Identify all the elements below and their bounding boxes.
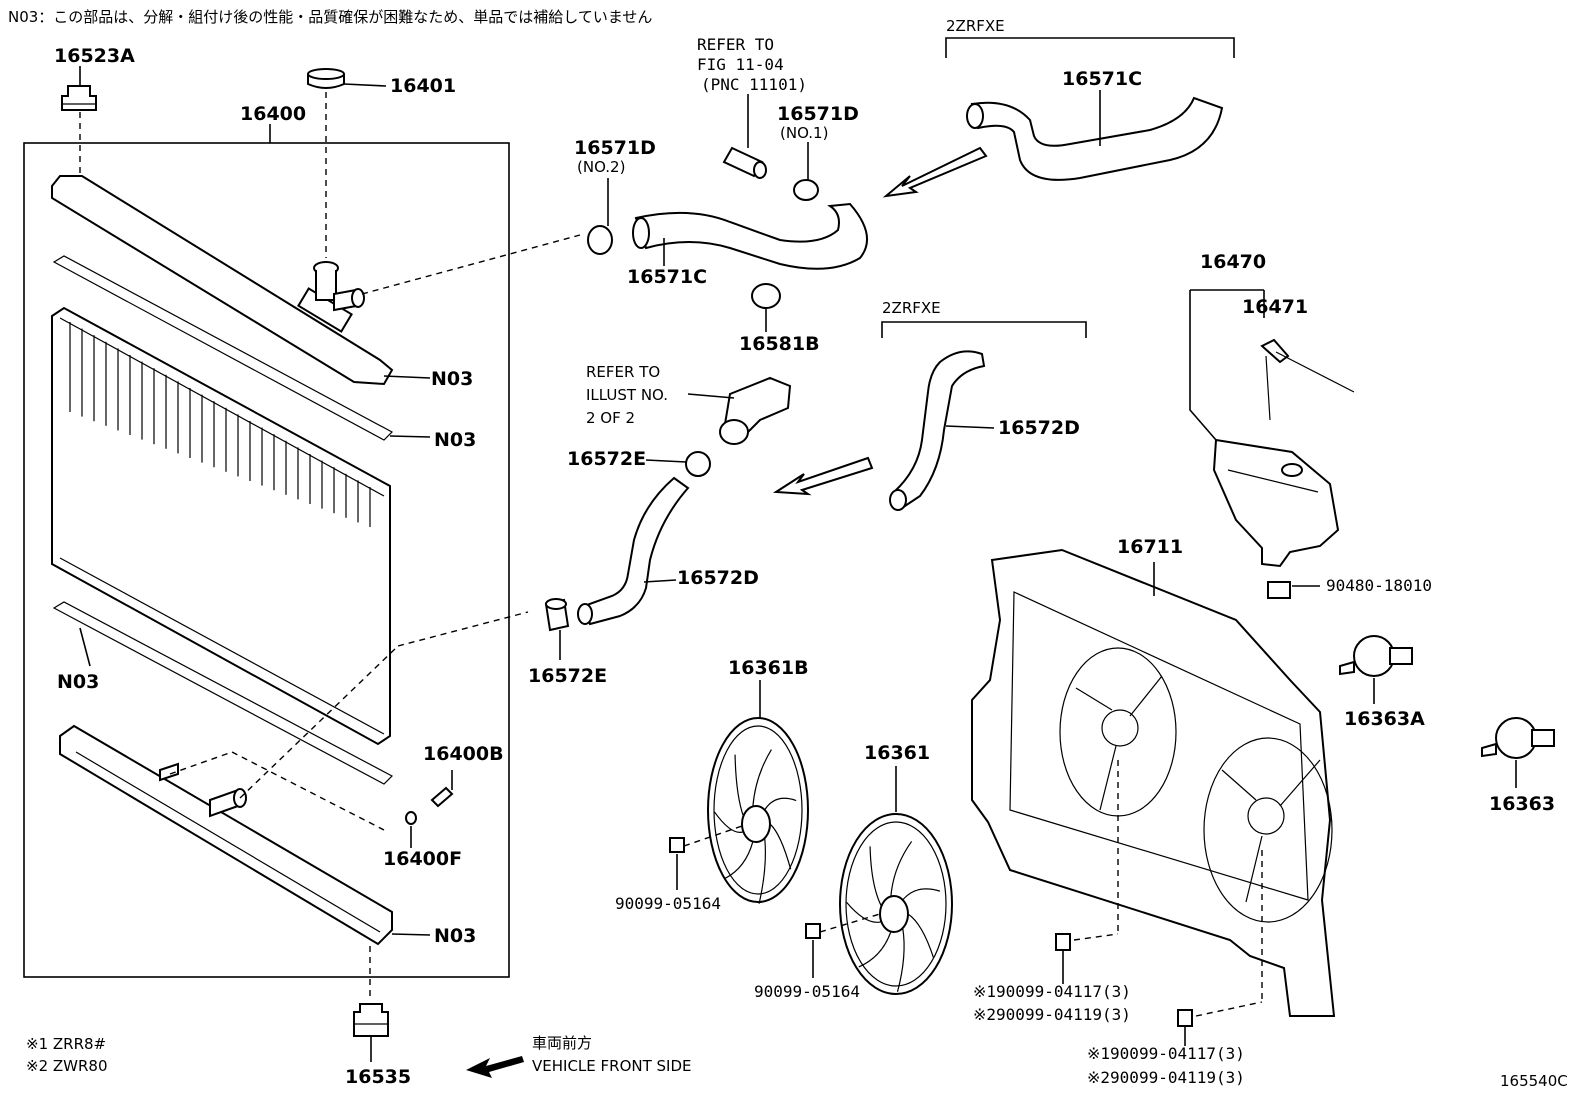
- shroud-16711: [971, 548, 1336, 1017]
- upper-tank: [51, 175, 581, 386]
- label-16572D: 16572D: [677, 567, 759, 589]
- front-label-en: VEHICLE FRONT SIDE: [532, 1057, 692, 1075]
- label-16401: 16401: [390, 75, 456, 97]
- label-16572D-right: 16572D: [998, 417, 1080, 439]
- bolt-upper: [1055, 933, 1071, 984]
- vehicle-front-arrow: [466, 1056, 524, 1078]
- label-16361: 16361: [864, 742, 930, 764]
- cap-90480-18010: [1267, 581, 1320, 599]
- hose-16572D: [577, 476, 690, 626]
- hose-16571C-top: [966, 90, 1224, 181]
- label-2zrfxe-top: 2ZRFXE: [946, 17, 1005, 35]
- clamp-16572E-lower: [544, 598, 570, 660]
- cushion-16535: [353, 1003, 389, 1062]
- radiator-core: [51, 306, 391, 746]
- hose-16571C: [632, 202, 868, 270]
- label-n03-upper-tank: N03: [431, 368, 473, 390]
- figure-code: 165540C: [1500, 1072, 1568, 1090]
- label-16400F: 16400F: [383, 848, 462, 870]
- water-outlet: [687, 376, 792, 445]
- label-16471: 16471: [1242, 296, 1308, 318]
- label-16571D-no2: 16571D: [574, 137, 656, 159]
- label-bolt-b2: ※290099-04119(3): [1087, 1068, 1245, 1087]
- label-16711: 16711: [1117, 536, 1183, 558]
- label-90480-18010: 90480-18010: [1326, 576, 1432, 595]
- label-16535: 16535: [345, 1066, 411, 1088]
- refer-illust-line2: ILLUST NO.: [586, 386, 668, 404]
- label-bolt-b1: ※190099-04117(3): [1087, 1044, 1245, 1063]
- label-16571C: 16571C: [627, 266, 707, 288]
- label-16400: 16400: [240, 103, 306, 125]
- label-90099-05164-a: 90099-05164: [615, 894, 721, 913]
- label-16361B: 16361B: [728, 657, 809, 679]
- label-no2: (NO.2): [577, 158, 625, 176]
- label-16400B: 16400B: [423, 743, 504, 765]
- nut-90099-05164-a: [669, 825, 743, 890]
- o-ring-16400F: [405, 811, 417, 848]
- label-n03-lower-tank: N03: [434, 925, 476, 947]
- drain-plug-16400B: [430, 770, 454, 808]
- bracket-2zrfxe-top: [945, 37, 1235, 58]
- refer-fig-line3: (PNC 11101): [701, 75, 807, 94]
- radiator-assembly-box: [23, 124, 510, 978]
- label-16581B: 16581B: [739, 333, 820, 355]
- refer-illust-line1: REFER TO: [586, 363, 660, 381]
- hose-16572D-right: [889, 350, 995, 511]
- label-16470: 16470: [1200, 251, 1266, 273]
- motor-16363: [1481, 717, 1555, 788]
- label-bolt-a2: ※290099-04119(3): [973, 1005, 1131, 1024]
- motor-16363A: [1339, 635, 1413, 704]
- refer-fig-line2: FIG 11-04: [697, 55, 784, 74]
- label-16572E-lower: 16572E: [528, 665, 607, 687]
- clamp-16571D-no2: [587, 178, 613, 255]
- front-label-jp: 車両前方: [532, 1034, 592, 1052]
- bracket-16470: [1189, 289, 1265, 441]
- label-90099-05164-b: 90099-05164: [754, 982, 860, 1001]
- fan-16361B: [707, 680, 809, 904]
- legend-zwr80: ※2 ZWR80: [26, 1057, 108, 1075]
- label-no1: (NO.1): [780, 124, 828, 142]
- cushion-16523A: [61, 66, 97, 180]
- upper-gasket: [52, 255, 431, 441]
- label-n03-upper-gasket: N03: [434, 429, 476, 451]
- label-16363: 16363: [1489, 793, 1555, 815]
- arrow-mid: [772, 456, 874, 496]
- label-2zrfxe-mid: 2ZRFXE: [882, 299, 941, 317]
- lower-tank: [59, 611, 529, 1000]
- lower-gasket: [52, 601, 393, 785]
- label-n03-lower-gasket: N03: [57, 671, 99, 693]
- clamp-16572E-upper: [645, 451, 711, 477]
- label-16571D-no1: 16571D: [777, 103, 859, 125]
- radiator-cap-16401: [307, 68, 387, 258]
- bolt-lower: [1177, 1009, 1193, 1046]
- hose-stub-refer: [722, 94, 767, 179]
- refer-illust-line3: 2 OF 2: [586, 409, 635, 427]
- clamp-16571D-no1: [793, 142, 819, 201]
- refer-fig-line1: REFER TO: [697, 35, 774, 54]
- clamp-16581B: [751, 283, 781, 332]
- n03-note: N03：この部品は、分解・組付け後の性能・品質確保が困難なため、単品では補給して…: [8, 8, 652, 26]
- nut-90099-05164-b: [805, 913, 881, 978]
- label-bolt-a1: ※190099-04117(3): [973, 982, 1131, 1001]
- legend-zrr8: ※1 ZRR8#: [26, 1035, 106, 1053]
- label-16571C-top: 16571C: [1062, 68, 1142, 90]
- arrow-top: [882, 146, 988, 198]
- bracket-2zrfxe-mid: [881, 321, 1087, 338]
- fan-16361: [839, 766, 953, 995]
- hose-16471: [1260, 338, 1355, 421]
- reserve-tank-16470: [1212, 438, 1340, 568]
- label-16523A: 16523A: [54, 45, 135, 67]
- label-16363A: 16363A: [1344, 708, 1425, 730]
- label-16572E-upper: 16572E: [567, 448, 646, 470]
